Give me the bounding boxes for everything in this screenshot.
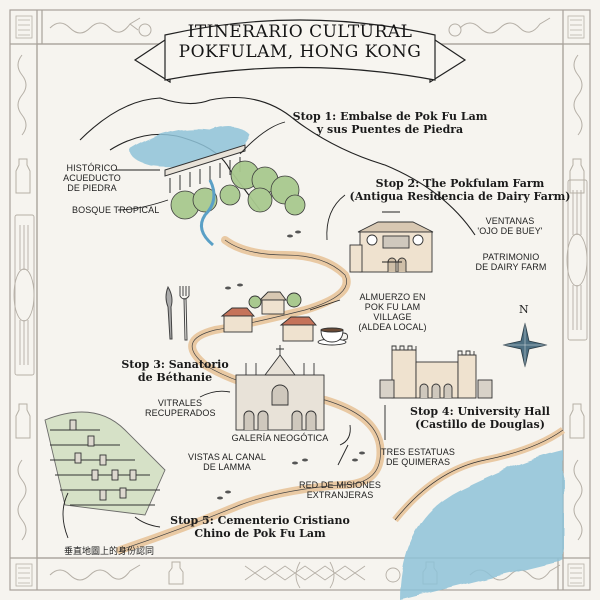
stop-3-label[interactable]: Stop 3: Sanatorio de Béthanie bbox=[115, 358, 235, 384]
stop-3-line1: Stop 3: Sanatorio bbox=[121, 358, 229, 371]
stop-5-label[interactable]: Stop 5: Cementerio Cristiano Chino de Po… bbox=[160, 514, 360, 540]
stream bbox=[199, 179, 216, 247]
stop-4-line2: (Castillo de Douglas) bbox=[415, 418, 545, 431]
reservoir bbox=[130, 126, 250, 167]
cemetery-terraces bbox=[44, 411, 166, 516]
forest-annotation: BOSQUE TROPICAL bbox=[72, 205, 160, 215]
stop-5-line1: Stop 5: Cementerio Cristiano bbox=[170, 514, 350, 527]
gallery-annotation: GALERÍA NEOGÓTICA bbox=[231, 433, 329, 443]
compass-north-label: N bbox=[519, 303, 529, 316]
university-hall-castle bbox=[379, 345, 493, 399]
title-line-2: POKFULAM, HONG KONG bbox=[178, 42, 422, 62]
fork-knife-icon bbox=[165, 285, 190, 341]
stop-1-label[interactable]: Stop 1: Embalse de Pok Fu Lam y sus Puen… bbox=[270, 110, 510, 136]
village-houses bbox=[220, 291, 317, 342]
milk-bottle-icon bbox=[15, 158, 585, 585]
stop-1-line2: y sus Puentes de Piedra bbox=[316, 123, 464, 136]
stop-4-label[interactable]: Stop 4: University Hall (Castillo de Dou… bbox=[410, 405, 550, 431]
title-line-1: ITINERARIO CULTURAL bbox=[187, 22, 413, 42]
bethanie-sanatorium bbox=[235, 345, 325, 431]
footprints-icon bbox=[217, 230, 365, 500]
identity-cjk-annotation: 垂直地圖上的身份認同 bbox=[64, 547, 155, 557]
teacup-icon bbox=[317, 327, 348, 346]
sea bbox=[400, 450, 563, 600]
leader-arrows bbox=[62, 121, 402, 539]
tropical-forest bbox=[170, 160, 306, 220]
compass-rose-icon bbox=[502, 322, 548, 368]
stop-4-line1: Stop 4: University Hall bbox=[410, 405, 550, 418]
stop-2-label[interactable]: Stop 2: The Pokfulam Farm (Antigua Resid… bbox=[345, 177, 575, 203]
aqueduct bbox=[164, 144, 246, 193]
windows-annotation: VENTANAS'OJO DE BUEY' bbox=[477, 216, 543, 236]
title-ribbon bbox=[133, 19, 467, 84]
stop-5-line2: Chino de Pok Fu Lam bbox=[194, 527, 326, 540]
stop-1-line1: Stop 1: Embalse de Pok Fu Lam bbox=[292, 110, 488, 123]
column-icon bbox=[13, 179, 588, 589]
stop-2-line2: (Antigua Residencia de Dairy Farm) bbox=[349, 190, 571, 203]
stop-2-line1: Stop 2: The Pokfulam Farm bbox=[375, 177, 545, 190]
map-title: ITINERARIO CULTURAL POKFULAM, HONG KONG bbox=[150, 22, 450, 62]
dairy-farm-building bbox=[349, 221, 434, 273]
stop-3-line2: de Béthanie bbox=[137, 371, 213, 384]
